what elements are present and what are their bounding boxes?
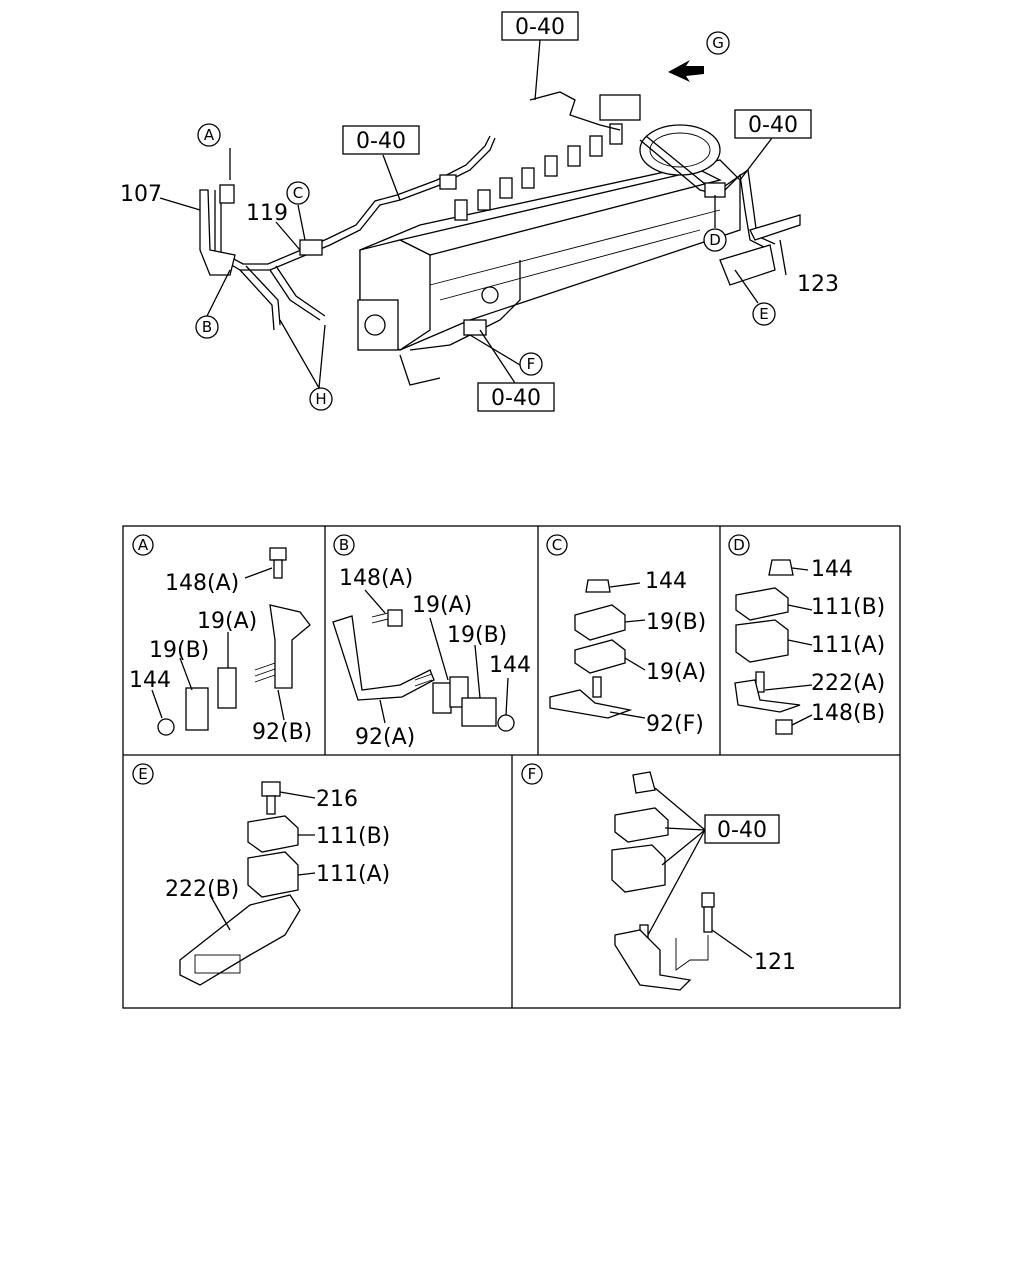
svg-text:0-40: 0-40 [748, 113, 798, 138]
svg-text:E: E [138, 765, 147, 783]
svg-text:0-40: 0-40 [356, 129, 406, 154]
main-assembly-view: 0-40 0-40 0-40 0-40 A B C D E F G H 107 … [120, 11, 839, 412]
svg-text:H: H [315, 390, 326, 408]
detail-c-19a[interactable]: 19(A) [646, 660, 706, 685]
detail-grid [122, 525, 901, 1009]
detail-a-letter: A [132, 534, 154, 556]
detail-e-letter: E [132, 763, 154, 785]
svg-text:0-40: 0-40 [717, 818, 767, 843]
svg-text:A: A [204, 126, 215, 144]
detail-b-letter: B [333, 534, 355, 556]
detail-b-148a[interactable]: 148(A) [339, 566, 413, 591]
svg-text:0-40: 0-40 [491, 386, 541, 411]
detail-c-92f[interactable]: 92(F) [646, 712, 704, 737]
view-direction-arrow [668, 60, 704, 82]
svg-text:F: F [527, 355, 536, 373]
detail-a-148a[interactable]: 148(A) [165, 571, 239, 596]
clamp-a [219, 184, 235, 204]
injection-pump-body [357, 94, 741, 351]
detail-d-222a[interactable]: 222(A) [811, 671, 885, 696]
main-leader-lines [159, 39, 787, 389]
part-119[interactable]: 119 [246, 201, 288, 226]
svg-text:A: A [138, 536, 149, 554]
detail-b-144[interactable]: 144 [489, 653, 531, 678]
svg-text:D: D [709, 231, 721, 249]
detail-c: C 144 19(B) 19(A) 92(F) [546, 534, 706, 737]
detail-e: E 216 111(B) 111(A) 222(B) [132, 763, 390, 986]
detail-d-111b[interactable]: 111(B) [811, 595, 885, 620]
callout-h[interactable]: H [309, 387, 333, 411]
detail-a-144[interactable]: 144 [129, 668, 171, 693]
svg-text:B: B [339, 536, 349, 554]
svg-text:D: D [733, 536, 745, 554]
detail-d-letter: D [728, 534, 750, 556]
ref-box-left[interactable]: 0-40 [342, 125, 420, 155]
callout-g[interactable]: G [706, 31, 730, 55]
svg-text:E: E [759, 305, 768, 323]
detail-e-111b[interactable]: 111(B) [316, 824, 390, 849]
svg-text:0-40: 0-40 [515, 15, 565, 40]
detail-a-92b[interactable]: 92(B) [252, 720, 312, 745]
detail-b-19b[interactable]: 19(B) [447, 623, 507, 648]
detail-b-92a[interactable]: 92(A) [355, 725, 415, 750]
detail-c-144[interactable]: 144 [645, 569, 687, 594]
detail-f: F 0-40 121 [521, 763, 796, 991]
callout-a[interactable]: A [197, 123, 221, 147]
callout-f[interactable]: F [519, 352, 543, 376]
detail-c-letter: C [546, 534, 568, 556]
detail-b-19a[interactable]: 19(A) [412, 593, 472, 618]
svg-text:B: B [202, 318, 212, 336]
detail-a-19b[interactable]: 19(B) [149, 638, 209, 663]
svg-text:F: F [528, 765, 537, 783]
callout-d[interactable]: D [703, 228, 727, 252]
detail-d-144[interactable]: 144 [811, 557, 853, 582]
detail-e-222b[interactable]: 222(B) [165, 877, 239, 902]
detail-a-19a[interactable]: 19(A) [197, 609, 257, 634]
detail-e-111a[interactable]: 111(A) [316, 862, 390, 887]
ref-box-bottom[interactable]: 0-40 [477, 382, 555, 412]
bracket-123 [719, 244, 776, 286]
detail-d-148b[interactable]: 148(B) [811, 701, 885, 726]
ref-box-right[interactable]: 0-40 [734, 109, 812, 139]
part-107[interactable]: 107 [120, 182, 162, 207]
detail-b: B 148(A) 19(A) 19(B) 144 92(A) [332, 534, 531, 750]
part-123[interactable]: 123 [797, 272, 839, 297]
svg-text:G: G [712, 34, 724, 52]
detail-e-216[interactable]: 216 [316, 787, 358, 812]
callout-c[interactable]: C [286, 181, 310, 205]
svg-text:C: C [293, 184, 303, 202]
callout-e[interactable]: E [752, 302, 776, 326]
detail-a: A 148(A) 19(A) 19(B) 144 92(B) [129, 534, 312, 745]
detail-d-111a[interactable]: 111(A) [811, 633, 885, 658]
detail-c-19b[interactable]: 19(B) [646, 610, 706, 635]
ref-box-top[interactable]: 0-40 [501, 11, 579, 41]
detail-f-121[interactable]: 121 [754, 950, 796, 975]
callout-b[interactable]: B [195, 315, 219, 339]
detail-d: D 144 111(B) 111(A) 222(A) 148(B) [728, 534, 885, 735]
ref-box-detail-f[interactable]: 0-40 [704, 814, 780, 844]
svg-text:C: C [552, 536, 562, 554]
detail-f-letter: F [521, 763, 543, 785]
bracket-107 [199, 189, 236, 276]
